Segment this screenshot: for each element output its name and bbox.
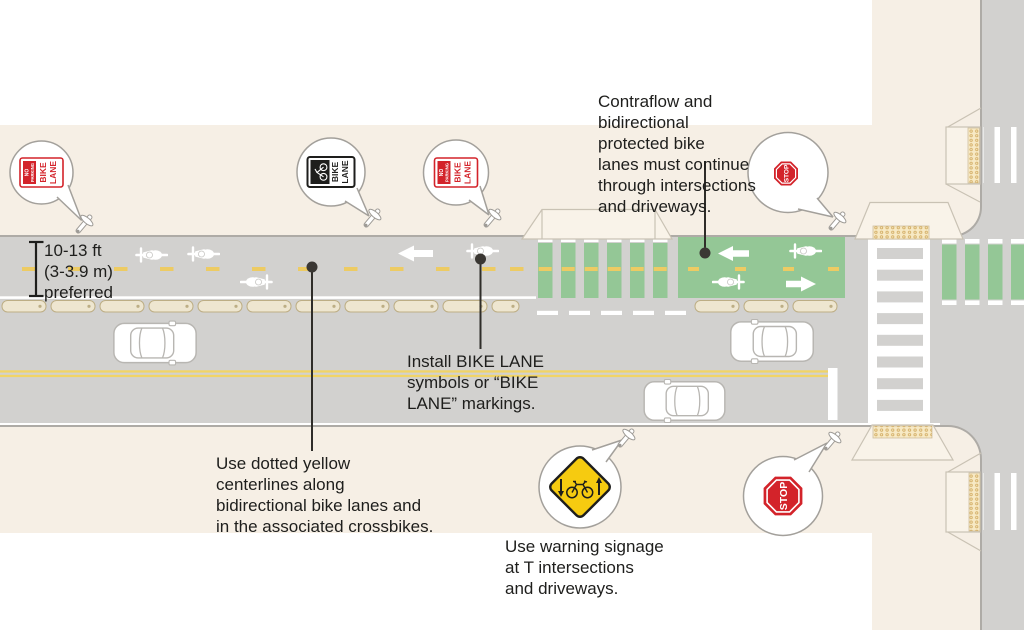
parked-car-right xyxy=(729,319,815,364)
green-arrow-left xyxy=(718,246,749,261)
leader-dots xyxy=(306,247,711,273)
leader-lines xyxy=(311,161,706,451)
contraflow-note: Contraflow and bidirectional protected b… xyxy=(598,92,756,216)
no-parking-bike-lane-sign-icon: NO PARKING BIKE LANE xyxy=(19,157,64,188)
driveway-apron xyxy=(520,208,674,240)
callout-stop-sign-top: STOP xyxy=(747,131,834,218)
svg-text:PARKING: PARKING xyxy=(445,163,450,182)
warning-signage-note: Use warning signage at T intersections a… xyxy=(505,537,664,598)
parked-car-left xyxy=(113,320,197,366)
driving-car xyxy=(643,379,726,423)
callout-stop-sign-bottom: STOP xyxy=(742,442,828,537)
cross-street-crosswalk-top xyxy=(983,127,1024,183)
width-measure-bracket xyxy=(29,240,44,298)
svg-text:NO: NO xyxy=(24,169,30,177)
cross-street-crosswalk-bottom xyxy=(983,473,1024,530)
cyclist-eastbound-1 xyxy=(240,274,273,290)
stop-sign-icon: STOP xyxy=(763,476,803,516)
svg-text:BIKE: BIKE xyxy=(453,162,463,183)
curb-ramp-right-top xyxy=(945,107,982,203)
callout-warning-sign xyxy=(538,439,623,529)
green-arrow-right xyxy=(786,276,816,292)
lane-width-label: 10-13 ft (3-3.9 m) preferred xyxy=(44,241,113,302)
curb-ramp-right-bottom xyxy=(945,452,982,552)
green-bike-lane-solid xyxy=(678,237,845,298)
install-symbols-note: Install BIKE LANE symbols or “BIKE LANE”… xyxy=(407,352,545,413)
double-yellow-centerline xyxy=(0,370,829,378)
curb-ramp-top xyxy=(854,201,964,240)
dotted-yellow-centerline xyxy=(22,267,524,271)
svg-text:LANE: LANE xyxy=(340,160,350,183)
ladder-crosswalk xyxy=(868,237,930,423)
svg-text:BIKE: BIKE xyxy=(38,162,48,183)
building-bottom xyxy=(0,533,872,630)
callout-no-parking-sign-right: NO PARKING BIKE LANE xyxy=(422,139,490,216)
svg-text:PARKING: PARKING xyxy=(30,163,35,182)
svg-text:STOP: STOP xyxy=(783,164,790,182)
svg-text:LANE: LANE xyxy=(463,161,473,184)
svg-text:NO: NO xyxy=(439,169,445,177)
crossbike-green-bars-driveway xyxy=(538,237,668,298)
bike-lane-edge-line xyxy=(0,296,536,299)
cyclist-westbound-1 xyxy=(135,247,168,263)
dotted-centerlines-note: Use dotted yellow centerlines along bidi… xyxy=(216,454,434,536)
curb-ramp-bottom xyxy=(850,424,955,461)
stop-sign-icon: STOP xyxy=(774,161,798,186)
callout-no-parking-sign-left: NO PARKING BIKE LANE xyxy=(9,140,83,222)
no-parking-bike-lane-sign-icon: NO PARKING BIKE LANE xyxy=(433,157,479,188)
lane-arrow-left xyxy=(398,245,433,262)
parking-stops-row xyxy=(1,300,838,313)
svg-text:BIKE: BIKE xyxy=(330,162,340,183)
bike-lane-sign-icon: BIKE LANE xyxy=(306,156,356,188)
building-top xyxy=(0,0,872,125)
cyclist-westbound-2 xyxy=(187,246,220,262)
warning-bike-diamond-sign-icon xyxy=(549,456,611,518)
svg-text:LANE: LANE xyxy=(48,161,58,184)
svg-text:STOP: STOP xyxy=(778,482,790,510)
stop-bar xyxy=(828,368,838,420)
crossbike-green-bars-intersection xyxy=(942,239,1024,305)
parking-dash-line xyxy=(537,310,686,315)
callout-bike-lane-sign: BIKE LANE xyxy=(296,137,370,217)
